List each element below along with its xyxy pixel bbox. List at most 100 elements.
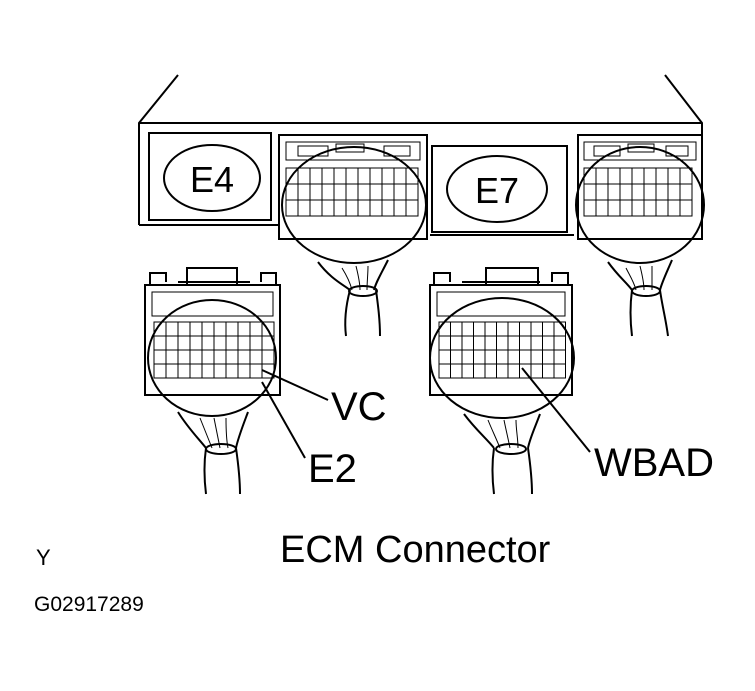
connector-pin	[553, 363, 566, 379]
connector-pin	[381, 199, 395, 217]
connector-pin	[655, 183, 669, 201]
harness-connector-e4-pins	[153, 321, 275, 379]
connector-pin	[225, 335, 239, 351]
connector-pin	[484, 321, 497, 337]
connector-pin	[530, 363, 543, 379]
connector-pin	[321, 199, 335, 217]
connector-pin	[461, 349, 474, 365]
connector-pin	[165, 363, 179, 379]
connector-pin	[484, 335, 497, 351]
ecm-socket-right	[575, 134, 705, 337]
connector-pin	[542, 349, 555, 365]
connector-pin	[333, 167, 347, 185]
connector-pin	[631, 183, 645, 201]
connector-pin	[496, 363, 509, 379]
harness-connector-e7	[429, 267, 575, 495]
connector-pin	[249, 349, 263, 365]
e7-label: E7	[475, 170, 519, 211]
connector-pin	[285, 183, 299, 201]
connector-pin	[595, 167, 609, 185]
leader-lines	[261, 367, 591, 459]
connector-pin	[297, 183, 311, 201]
connector-pin	[321, 167, 335, 185]
connector-pin	[667, 167, 681, 185]
connector-pin	[461, 321, 474, 337]
connector-pin	[438, 363, 451, 379]
connector-pin	[165, 349, 179, 365]
connector-pin	[189, 363, 203, 379]
connector-pin	[655, 199, 669, 217]
connector-pin	[369, 183, 383, 201]
connector-pin	[679, 199, 693, 217]
connector-pin	[357, 199, 371, 217]
e2-label: E2	[308, 447, 357, 491]
connector-pin	[297, 167, 311, 185]
connector-pin	[393, 183, 407, 201]
connector-pin	[249, 321, 263, 337]
connector-pin	[165, 321, 179, 337]
connector-pin	[542, 321, 555, 337]
connector-pin	[249, 335, 263, 351]
connector-pin	[189, 335, 203, 351]
connector-pin	[553, 321, 566, 337]
connector-pin	[519, 349, 532, 365]
ecm-socket-right-pins	[583, 167, 693, 217]
connector-pin	[643, 199, 657, 217]
connector-pin	[519, 321, 532, 337]
connector-pin	[484, 363, 497, 379]
connector-pin	[213, 363, 227, 379]
connector-pin	[213, 349, 227, 365]
connector-pin	[201, 335, 215, 351]
connector-pin	[530, 349, 543, 365]
connector-pin	[473, 335, 486, 351]
connector-pin	[345, 183, 359, 201]
connector-pin	[309, 183, 323, 201]
connector-pin	[542, 335, 555, 351]
connector-pin	[189, 321, 203, 337]
connector-pin	[297, 199, 311, 217]
harness-connector-e7-pins	[438, 321, 566, 379]
connector-pin	[619, 183, 633, 201]
connector-pin	[583, 167, 597, 185]
connector-pin	[357, 183, 371, 201]
connector-pin	[225, 363, 239, 379]
connector-pin	[450, 335, 463, 351]
connector-pin	[519, 335, 532, 351]
ecm-socket-left	[278, 134, 428, 337]
connector-pin	[369, 199, 383, 217]
connector-pin	[201, 349, 215, 365]
connector-pin	[381, 167, 395, 185]
connector-pin	[607, 167, 621, 185]
connector-pin	[631, 199, 645, 217]
connector-pin	[631, 167, 645, 185]
connector-pin	[165, 335, 179, 351]
connector-pin	[381, 183, 395, 201]
connector-pin	[345, 167, 359, 185]
corner-mark: Y	[36, 545, 51, 570]
connector-pin	[153, 349, 167, 365]
connector-pin	[473, 321, 486, 337]
connector-pin	[655, 167, 669, 185]
connector-pin	[530, 335, 543, 351]
e4-label: E4	[190, 159, 234, 200]
connector-pin	[357, 167, 371, 185]
vc-leader-line	[261, 369, 329, 401]
connector-pin	[333, 183, 347, 201]
connector-pin	[438, 349, 451, 365]
connector-pin	[345, 199, 359, 217]
connector-pin	[496, 335, 509, 351]
connector-pin	[285, 199, 299, 217]
connector-pin	[607, 183, 621, 201]
connector-pin	[507, 349, 520, 365]
connector-pin	[595, 199, 609, 217]
wbad-label: WBAD	[594, 441, 714, 485]
connector-pin	[461, 363, 474, 379]
connector-pin	[237, 335, 251, 351]
connector-pin	[213, 321, 227, 337]
connector-pin	[461, 335, 474, 351]
connector-pin	[484, 349, 497, 365]
connector-pin	[177, 321, 191, 337]
connector-pin	[507, 321, 520, 337]
connector-pin	[530, 321, 543, 337]
connector-pin	[405, 199, 419, 217]
